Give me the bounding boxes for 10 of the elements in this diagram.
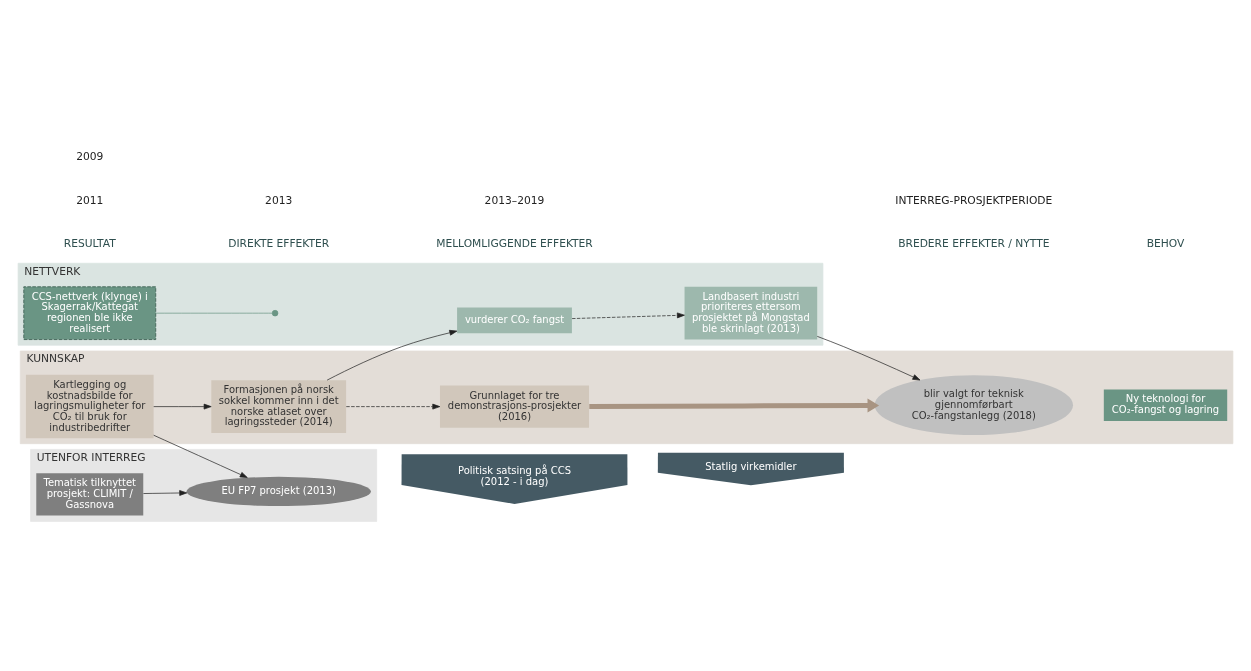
label: BREDERE EFFEKTER / NYTTE xyxy=(898,236,1050,250)
label: MELLOMLIGGENDE EFFEKTER xyxy=(436,236,593,250)
label: 2011 xyxy=(76,193,104,207)
label: DIREKTE EFFEKTER xyxy=(228,236,330,250)
label: RESULTAT xyxy=(63,236,116,250)
label: 2009 xyxy=(76,149,104,163)
label: INTERREG-PROSJEKTPERIODE xyxy=(895,193,1053,207)
label: 2013–2019 xyxy=(484,193,545,207)
label: BEHOV xyxy=(1146,236,1185,250)
label: 2013 xyxy=(265,193,293,207)
